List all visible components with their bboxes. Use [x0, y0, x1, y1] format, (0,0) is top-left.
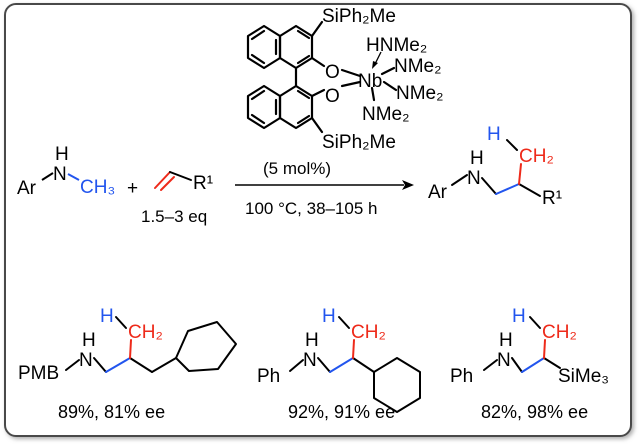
substrate-alkene — [154, 171, 192, 191]
cyclohexyl-ring — [373, 357, 421, 413]
product-h-label: H — [487, 124, 501, 145]
example-2-h: H — [322, 306, 336, 327]
catalyst-nme2-1: NMe₂ — [394, 56, 442, 77]
amine-h-label: H — [55, 144, 69, 165]
alkene-r1-label: R¹ — [193, 173, 213, 194]
product-structure — [451, 139, 541, 197]
scheme-frame — [4, 3, 632, 437]
o-nb-bottom-bond — [340, 80, 362, 88]
example-1-ch2: CH₂ — [128, 322, 163, 343]
reaction-conditions: 100 °C, 38–105 h — [245, 199, 378, 218]
catalyst-metal: Nb — [358, 71, 382, 92]
example-2-yield: 92%, 91% ee — [288, 402, 395, 422]
amine-ch3-label: CH₃ — [80, 177, 115, 198]
catalyst-si-top: SiPh₂Me — [322, 6, 396, 27]
catalyst-o-bottom: O — [325, 86, 340, 107]
example-3-nh: H — [499, 330, 513, 351]
catalyst-o-top: O — [325, 62, 340, 83]
catalyst-nme2-3: NMe₂ — [362, 104, 410, 125]
example-3-ch2: CH₂ — [542, 322, 577, 343]
plus-sign: + — [127, 178, 138, 199]
amine-ar-label: Ar — [17, 178, 37, 199]
example-3-n: N — [497, 350, 511, 371]
example-2-nh: H — [305, 330, 319, 351]
catalyst-loading: (5 mol%) — [263, 159, 331, 178]
product-r1-label: R¹ — [542, 188, 562, 209]
product-n-label: N — [467, 168, 481, 189]
example-3-substituent: SiMe₃ — [558, 366, 609, 387]
catalyst-amine-ligand: HNMe₂ — [366, 35, 427, 56]
o-nb-top-bond — [340, 68, 362, 78]
cyclopentyl-ring — [175, 321, 237, 372]
si-top-bond — [310, 20, 324, 38]
si-bottom-bond — [310, 116, 324, 134]
lower-naphthyl-ring-a — [246, 84, 282, 130]
example-1-amine: PMB — [18, 363, 59, 384]
example-1-n: N — [79, 350, 93, 371]
alkene-equivalents: 1.5–3 eq — [141, 207, 207, 226]
product-ch2-label: CH₂ — [519, 146, 554, 167]
catalyst-si-bottom: SiPh₂Me — [322, 132, 396, 153]
example-2-structure — [289, 316, 421, 413]
example-3-amine: Ph — [450, 366, 473, 387]
example-3-structure — [483, 316, 561, 373]
substrate-amine: Ar N H CH₃ — [17, 144, 115, 199]
example-2-n: N — [303, 350, 317, 371]
example-1-structure — [65, 316, 237, 373]
catalyst-nme2-2: NMe₂ — [396, 83, 444, 104]
example-1-nh: H — [82, 330, 96, 351]
product-nh-label: H — [470, 148, 484, 169]
dative-arrow — [372, 51, 382, 69]
product-ar-label: Ar — [428, 182, 448, 203]
example-3-yield: 82%, 98% ee — [481, 402, 588, 422]
example-1-yield: 89%, 81% ee — [58, 402, 165, 422]
o-top-bond — [310, 56, 326, 68]
example-3-h: H — [512, 306, 526, 327]
reaction-arrow — [235, 180, 414, 190]
amine-n-label: N — [53, 164, 67, 185]
o-bottom-bond — [310, 88, 326, 98]
catalyst-structure — [246, 20, 398, 134]
example-2-ch2: CH₂ — [351, 322, 386, 343]
example-1-h: H — [100, 306, 114, 327]
example-2-amine: Ph — [257, 366, 280, 387]
